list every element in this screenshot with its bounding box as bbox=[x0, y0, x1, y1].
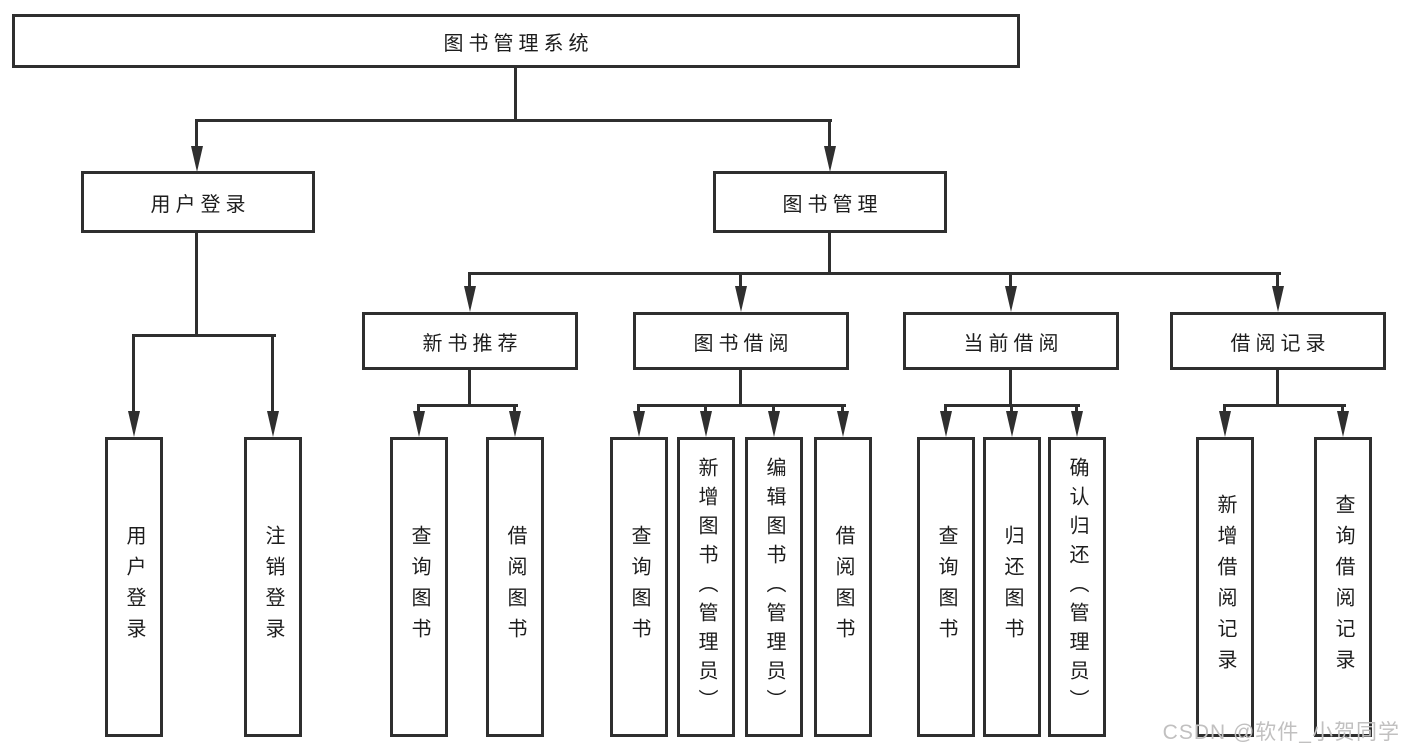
arrowhead-down-icon bbox=[1006, 411, 1018, 437]
leaf-label: 编辑图书（管理员） bbox=[763, 456, 785, 718]
arrowhead-down-icon bbox=[824, 146, 836, 172]
leaf-query-borrow-record: 查询借阅记录 bbox=[1314, 437, 1372, 737]
leaf-logout: 注销登录 bbox=[244, 437, 302, 737]
node-current-borrow: 当前借阅 bbox=[903, 312, 1119, 370]
arrowhead-down-icon bbox=[940, 411, 952, 437]
node-label: 用户登录 bbox=[150, 193, 251, 216]
leaf-label: 借阅图书 bbox=[832, 525, 854, 649]
connector-borrow-record-crossbar bbox=[1223, 404, 1346, 407]
leaf-borrow-books: 借阅图书 bbox=[814, 437, 872, 737]
leaf-return-books: 归还图书 bbox=[983, 437, 1041, 737]
connector-leaf bbox=[772, 404, 775, 414]
node-label: 图书借阅 bbox=[693, 332, 794, 355]
connector-to-book-borrow bbox=[739, 272, 742, 289]
connector-borrow-record-stem bbox=[1276, 370, 1279, 407]
leaf-user-login: 用户登录 bbox=[105, 437, 163, 737]
node-new-book-recommend: 新书推荐 bbox=[362, 312, 578, 370]
node-book-management: 图书管理 bbox=[713, 171, 947, 233]
connector-book-borrow-crossbar bbox=[637, 404, 846, 407]
node-library-management-system: 图书管理系统 bbox=[12, 14, 1020, 68]
connector-new-book-crossbar bbox=[417, 404, 518, 407]
connector-book-management-stem bbox=[828, 233, 831, 275]
arrowhead-down-icon bbox=[735, 286, 747, 312]
leaf-label: 查询图书 bbox=[935, 525, 957, 649]
leaf-label: 确认归还（管理员） bbox=[1066, 456, 1088, 718]
leaf-add-borrow-record: 新增借阅记录 bbox=[1196, 437, 1254, 737]
connector-leaf bbox=[704, 404, 707, 414]
arrowhead-down-icon bbox=[633, 411, 645, 437]
connector-to-new-book bbox=[468, 272, 471, 289]
node-label: 当前借阅 bbox=[963, 332, 1064, 355]
csdn-watermark: CSDN @软件_小贺同学 bbox=[1162, 721, 1400, 744]
leaf-query-books-borrow: 查询图书 bbox=[610, 437, 668, 737]
connector-book-borrow-stem bbox=[739, 370, 742, 407]
arrowhead-down-icon bbox=[700, 411, 712, 437]
node-label: 借阅记录 bbox=[1230, 332, 1331, 355]
leaf-label: 查询借阅记录 bbox=[1332, 494, 1354, 680]
arrowhead-down-icon bbox=[837, 411, 849, 437]
connector-leaf bbox=[1223, 404, 1226, 414]
arrowhead-down-icon bbox=[1337, 411, 1349, 437]
connector-leaf bbox=[637, 404, 640, 414]
node-user-login: 用户登录 bbox=[81, 171, 315, 233]
connector-new-book-stem bbox=[468, 370, 471, 407]
connector-leaf bbox=[513, 404, 516, 414]
node-label: 新书推荐 bbox=[422, 332, 523, 355]
node-book-borrow: 图书借阅 bbox=[633, 312, 849, 370]
arrowhead-down-icon bbox=[1272, 286, 1284, 312]
leaf-label: 归还图书 bbox=[1001, 525, 1023, 649]
arrowhead-down-icon bbox=[1219, 411, 1231, 437]
connector-user-login-crossbar bbox=[132, 334, 276, 337]
leaf-label: 借阅图书 bbox=[504, 525, 526, 649]
connector-to-book-management bbox=[828, 119, 831, 149]
arrowhead-down-icon bbox=[768, 411, 780, 437]
arrowhead-down-icon bbox=[1071, 411, 1083, 437]
connector-root-crossbar bbox=[195, 119, 832, 122]
connector-to-leaf-logout bbox=[271, 334, 274, 413]
connector-leaf bbox=[1341, 404, 1344, 414]
arrowhead-down-icon bbox=[128, 411, 140, 437]
connector-user-login-stem bbox=[195, 233, 198, 336]
leaf-confirm-return-admin: 确认归还（管理员） bbox=[1048, 437, 1106, 737]
connector-to-borrow-record bbox=[1276, 272, 1279, 289]
connector-book-management-crossbar bbox=[468, 272, 1281, 275]
leaf-query-books-newbook: 查询图书 bbox=[390, 437, 448, 737]
connector-leaf bbox=[944, 404, 947, 414]
leaf-label: 查询图书 bbox=[408, 525, 430, 649]
connector-to-leaf-user-login bbox=[132, 334, 135, 413]
connector-current-borrow-stem bbox=[1009, 370, 1012, 407]
leaf-label: 新增借阅记录 bbox=[1214, 494, 1236, 680]
arrowhead-down-icon bbox=[191, 146, 203, 172]
leaf-label: 查询图书 bbox=[628, 525, 650, 649]
connector-leaf bbox=[417, 404, 420, 414]
leaf-label: 注销登录 bbox=[262, 525, 284, 649]
connector-to-current-borrow bbox=[1009, 272, 1012, 289]
leaf-borrow-books-newbook: 借阅图书 bbox=[486, 437, 544, 737]
leaf-edit-books-admin: 编辑图书（管理员） bbox=[745, 437, 803, 737]
node-label: 图书管理系统 bbox=[443, 32, 594, 55]
arrowhead-down-icon bbox=[413, 411, 425, 437]
node-borrow-record: 借阅记录 bbox=[1170, 312, 1386, 370]
connector-leaf bbox=[841, 404, 844, 414]
leaf-label: 新增图书（管理员） bbox=[695, 456, 717, 718]
leaf-label: 用户登录 bbox=[123, 525, 145, 649]
connector-leaf bbox=[1075, 404, 1078, 414]
arrowhead-down-icon bbox=[1005, 286, 1017, 312]
leaf-query-books-current: 查询图书 bbox=[917, 437, 975, 737]
arrowhead-down-icon bbox=[509, 411, 521, 437]
arrowhead-down-icon bbox=[267, 411, 279, 437]
arrowhead-down-icon bbox=[464, 286, 476, 312]
connector-leaf bbox=[1010, 404, 1013, 414]
leaf-add-books-admin: 新增图书（管理员） bbox=[677, 437, 735, 737]
connector-root-stem bbox=[514, 68, 517, 121]
connector-to-user-login bbox=[195, 119, 198, 149]
node-label: 图书管理 bbox=[782, 193, 883, 216]
